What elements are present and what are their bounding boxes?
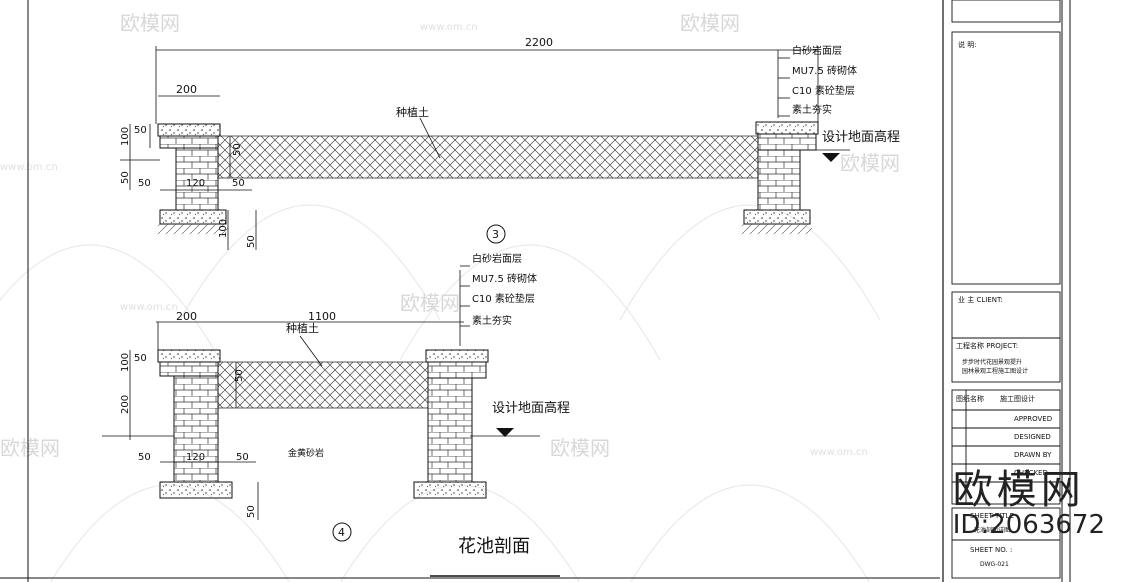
- svg-text:步步时代花园景观提升: 步步时代花园景观提升: [962, 358, 1022, 366]
- grade-marker-a: [822, 153, 840, 162]
- section-b: 1100 200 50 100 200 50 120 50 50 50 种植土 …: [102, 252, 570, 542]
- soil-label-a: 种植土: [396, 105, 429, 119]
- svg-text:APPROVED: APPROVED: [1014, 415, 1052, 423]
- drawing-title: 花池剖面: [458, 536, 530, 557]
- svg-text:50: 50: [120, 171, 131, 184]
- svg-text:CHECKED: CHECKED: [1014, 469, 1048, 477]
- svg-text:DESIGNED: DESIGNED: [1014, 433, 1051, 441]
- svg-text:www.om.cn: www.om.cn: [810, 447, 868, 458]
- watermark-brand-name: 欧模网: [952, 467, 1085, 513]
- svg-text:欧模网: 欧模网: [550, 436, 610, 460]
- svg-text:50: 50: [138, 178, 151, 189]
- layer-labels-b: 白砂岩面层 MU7.5 砖砌体 C10 素砼垫层 素土夯实: [472, 252, 537, 327]
- grade-label-a: 设计地面高程: [822, 129, 900, 145]
- svg-text:园林景观工程施工图设计: 园林景观工程施工图设计: [962, 367, 1028, 375]
- svg-text:120: 120: [186, 452, 205, 463]
- svg-text:50: 50: [246, 505, 257, 518]
- svg-text:SHEET NO. :: SHEET NO. :: [970, 546, 1012, 554]
- grade-marker-b: [496, 428, 514, 437]
- svg-text:业 主 CLIENT:: 业 主 CLIENT:: [958, 295, 1003, 304]
- svg-text:50: 50: [246, 235, 257, 248]
- watermark-brand: 欧模网 ID:2063672: [953, 470, 1105, 538]
- svg-text:www.om.cn: www.om.cn: [420, 22, 478, 33]
- dim-overall-a: 2200: [525, 36, 553, 49]
- svg-text:50: 50: [236, 452, 249, 463]
- svg-text:www.om.cn: www.om.cn: [120, 302, 178, 313]
- svg-text:120: 120: [186, 178, 205, 189]
- svg-text:欧模网: 欧模网: [120, 11, 180, 35]
- svg-text:施工图设计: 施工图设计: [1000, 394, 1035, 403]
- svg-text:图纸名称: 图纸名称: [956, 394, 984, 403]
- svg-text:说 明:: 说 明:: [958, 40, 977, 49]
- svg-text:SHEET TITLE :: SHEET TITLE :: [970, 512, 1019, 520]
- svg-text:50: 50: [134, 125, 147, 136]
- svg-text:欧模网: 欧模网: [400, 291, 460, 315]
- svg-text:MU7.5 砖砌体: MU7.5 砖砌体: [472, 272, 537, 285]
- svg-text:素土夯实: 素土夯实: [472, 314, 512, 327]
- section-marker-3: 3: [492, 228, 499, 241]
- left-cap-a: [157, 123, 221, 137]
- svg-text:DRAWN BY: DRAWN BY: [1014, 451, 1052, 459]
- right-footing-a: [743, 209, 811, 225]
- svg-text:欧模网: 欧模网: [0, 436, 60, 460]
- right-cap-a: [755, 121, 819, 135]
- svg-text:MU7.5 砖砌体: MU7.5 砖砌体: [792, 64, 857, 77]
- svg-text:白砂岩面层: 白砂岩面层: [792, 44, 842, 57]
- dim-inner-b: 1100: [308, 310, 336, 323]
- svg-text:50: 50: [232, 143, 243, 156]
- watermark-texts: 欧模网 www.om.cn 欧模网 欧模网 www.om.cn 欧模网 www.…: [0, 11, 900, 460]
- soil-label-b: 种植土: [286, 321, 319, 335]
- svg-text:100: 100: [218, 219, 229, 238]
- sheet-frame: [0, 0, 1071, 582]
- svg-text:C10 素砼垫层: C10 素砼垫层: [472, 292, 535, 305]
- svg-text:www.om.cn: www.om.cn: [0, 162, 58, 173]
- svg-text:C10 素砼垫层: C10 素砼垫层: [792, 84, 855, 97]
- watermark-id: ID:2063672: [952, 510, 1105, 540]
- svg-text:50: 50: [134, 353, 147, 364]
- svg-text:200: 200: [120, 395, 131, 414]
- svg-text:欧模网: 欧模网: [840, 151, 900, 175]
- svg-text:50: 50: [138, 452, 151, 463]
- section-marker-4: 4: [338, 526, 345, 539]
- side-label-b: 金黄砂岩: [288, 447, 324, 459]
- grade-label-b: 设计地面高程: [492, 400, 570, 416]
- planting-soil-a: [217, 135, 759, 179]
- svg-text:50: 50: [232, 178, 245, 189]
- section-a: 2200 200 50 100 50 50 120 50 50 100 50 种…: [120, 36, 900, 250]
- planting-soil-b: [217, 361, 431, 409]
- left-footing-a: [159, 209, 227, 225]
- svg-text:50: 50: [234, 369, 245, 382]
- svg-text:花池剖面详图: 花池剖面详图: [974, 526, 1010, 534]
- dim-wall-a: 200: [176, 83, 197, 96]
- svg-text:200: 200: [176, 310, 197, 323]
- title-block: 说 明: 业 主 CLIENT: 工程名称 PROJECT: 步步时代花园景观提…: [951, 0, 1061, 579]
- svg-text:白砂岩面层: 白砂岩面层: [472, 252, 522, 265]
- svg-text:100: 100: [120, 353, 131, 372]
- layer-labels-a: 白砂岩面层 MU7.5 砖砌体 C10 素砼垫层 素土夯实: [792, 44, 857, 116]
- svg-text:素土夯实: 素土夯实: [792, 103, 832, 116]
- svg-text:工程名称 PROJECT:: 工程名称 PROJECT:: [956, 341, 1018, 350]
- svg-text:DWG-021: DWG-021: [980, 561, 1009, 568]
- svg-text:欧模网: 欧模网: [680, 11, 740, 35]
- svg-text:100: 100: [120, 127, 131, 146]
